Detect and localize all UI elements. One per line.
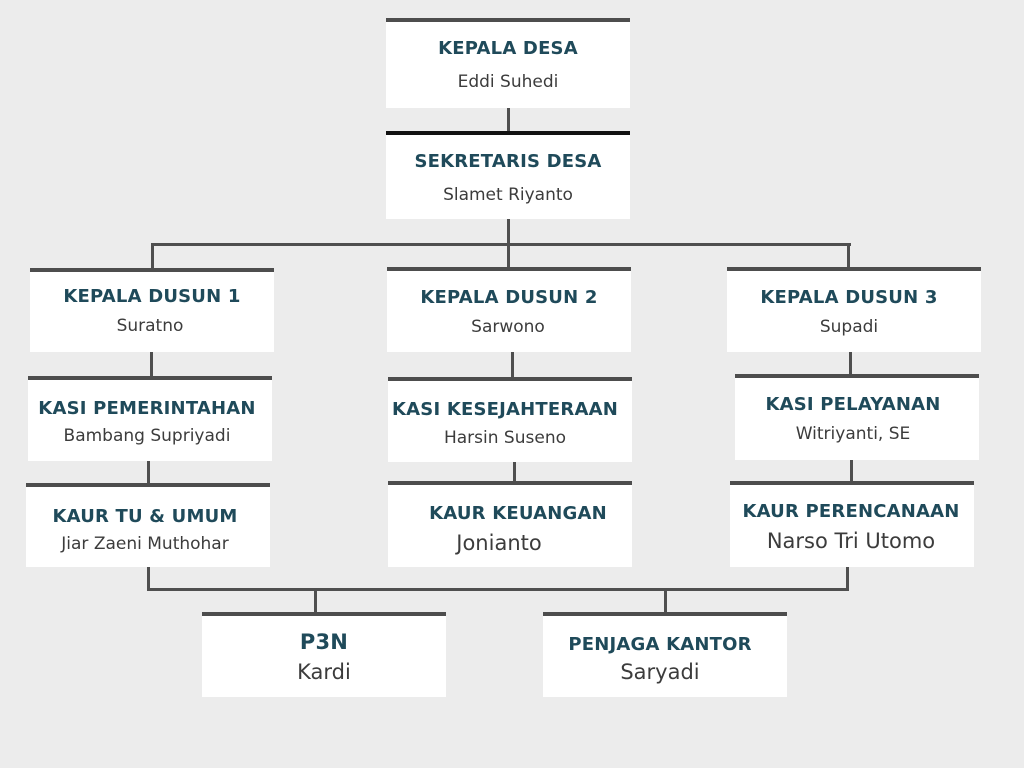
node-title: KAUR PERENCANAAN [742,501,960,522]
connector-line [314,588,317,614]
node-kepala-desa: KEPALA DESA Eddi Suhedi [386,18,630,108]
connector-line [151,243,851,246]
node-person-name: Kardi [297,660,351,684]
node-title: KASI KESEJAHTERAAN [392,399,618,420]
node-title: P3N [299,630,349,654]
connector-line [147,461,150,485]
connector-line [850,460,853,483]
node-title: KEPALA DUSUN 2 [420,287,598,308]
node-person-name: Saryadi [620,660,700,684]
node-penjaga-kantor: PENJAGA KANTOR Saryadi [543,612,787,697]
node-sekretaris-desa: SEKRETARIS DESA Slamet Riyanto [386,131,630,219]
connector-line [151,243,154,269]
connector-line [507,107,510,133]
connector-line [849,352,852,376]
connector-line [147,567,150,591]
node-person-name: Jonianto [456,531,542,555]
node-person-name: Bambang Supriyadi [63,426,231,446]
node-title: KEPALA DESA [438,38,578,59]
connector-line [150,352,153,378]
node-kepala-dusun-1: KEPALA DUSUN 1 Suratno [30,268,274,352]
node-person-name: Eddi Suhedi [457,72,559,92]
node-title: KASI PEMERINTAHAN [38,398,256,419]
node-title: KEPALA DUSUN 1 [63,286,241,307]
node-title: KAUR KEUANGAN [429,503,607,524]
node-person-name: Supadi [819,317,879,337]
node-person-name: Slamet Riyanto [443,185,573,205]
node-person-name: Harsin Suseno [443,428,566,448]
node-person-name: Narso Tri Utomo [766,529,936,553]
node-title: KEPALA DUSUN 3 [760,287,938,308]
node-kepala-dusun-2: KEPALA DUSUN 2 Sarwono [387,267,631,352]
connector-line [507,218,510,244]
connector-line [511,352,514,378]
node-title: KAUR TU & UMUM [52,506,238,527]
connector-line [664,588,667,614]
node-kasi-pemerintahan: KASI PEMERINTAHAN Bambang Supriyadi [28,376,272,461]
node-title: KASI PELAYANAN [765,394,941,415]
node-person-name: Jiar Zaeni Muthohar [61,534,229,554]
node-kaur-keuangan: KAUR KEUANGAN Jonianto [388,481,632,567]
connector-line [147,588,849,591]
node-kaur-perencanaan: KAUR PERENCANAAN Narso Tri Utomo [730,481,974,567]
connector-line [507,243,510,269]
node-title: SEKRETARIS DESA [414,151,602,172]
node-kepala-dusun-3: KEPALA DUSUN 3 Supadi [727,267,981,352]
node-p3n: P3N Kardi [202,612,446,697]
node-kaur-tu-umum: KAUR TU & UMUM Jiar Zaeni Muthohar [26,483,270,567]
node-person-name: Sarwono [471,317,545,337]
connector-line [513,462,516,483]
node-kasi-kesejahteraan: KASI KESEJAHTERAAN Harsin Suseno [388,377,632,462]
connector-line [847,243,850,269]
node-person-name: Suratno [116,316,184,336]
node-title: PENJAGA KANTOR [568,634,752,655]
node-person-name: Witriyanti, SE [795,424,911,444]
node-kasi-pelayanan: KASI PELAYANAN Witriyanti, SE [735,374,979,460]
connector-line [846,567,849,591]
